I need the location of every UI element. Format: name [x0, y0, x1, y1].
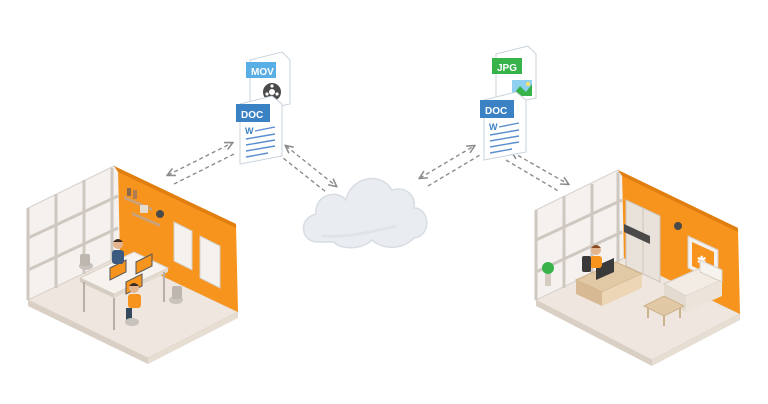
- sofa: [662, 259, 724, 312]
- plant-icon: [542, 262, 554, 286]
- clock-icon: [156, 210, 164, 218]
- mov-file-label: MOV: [251, 67, 274, 78]
- left-file-stack: MOV DOC W: [236, 51, 291, 165]
- sync-arrows: [168, 143, 568, 193]
- right-file-stack: JPG DOC W: [480, 45, 537, 161]
- arrow-docs-to-cloud-b: [277, 153, 327, 193]
- right-person: [590, 245, 602, 268]
- arrow-left-office-to-docs-a: [168, 143, 232, 175]
- mov-file: MOV: [246, 51, 291, 113]
- left-person-1: [112, 239, 124, 264]
- left-whiteboard-2: [199, 235, 221, 289]
- word-doc-glyph-right: W: [489, 122, 498, 132]
- arrow-docs-to-right-office-a: [512, 152, 568, 184]
- doc-file-right-band: [480, 100, 514, 118]
- word-doc-icon: W: [245, 126, 276, 158]
- doc-file-left-band: [236, 104, 270, 122]
- arrow-docs-to-right-office-b: [505, 159, 561, 193]
- right-desk: [574, 258, 644, 306]
- jpg-file-band: [492, 58, 522, 74]
- coffee-table: [642, 295, 686, 326]
- cloud-icon: [302, 177, 428, 249]
- word-doc-icon: W: [489, 122, 520, 154]
- left-shelves: [124, 188, 164, 227]
- left-whiteboard-1: [173, 221, 193, 271]
- arrow-docs-to-cloud-a: [286, 146, 336, 186]
- doc-file-right: DOC W: [480, 91, 527, 161]
- jpg-file-label: JPG: [497, 63, 517, 74]
- video-reel-icon: [263, 83, 281, 101]
- right-office-room: ✱: [534, 169, 742, 366]
- mov-file-band: [246, 62, 276, 78]
- right-chair: [582, 256, 591, 272]
- left-window-wall: [26, 165, 121, 301]
- doc-file-left-label: DOC: [241, 110, 263, 121]
- jpg-file: JPG: [492, 45, 537, 107]
- clock-icon: [674, 222, 682, 230]
- right-cabinet: [624, 199, 661, 283]
- left-chairs: [79, 254, 183, 326]
- arrow-cloud-to-docs-a: [420, 146, 474, 178]
- arrow-left-office-to-docs-b: [173, 152, 237, 185]
- left-office-room: [26, 165, 240, 364]
- doc-file-left: DOC W: [236, 95, 283, 165]
- doc-file-right-label: DOC: [485, 106, 507, 117]
- word-doc-glyph: W: [245, 126, 254, 136]
- left-person-2: [126, 283, 141, 322]
- arrow-cloud-to-docs-b: [427, 154, 481, 187]
